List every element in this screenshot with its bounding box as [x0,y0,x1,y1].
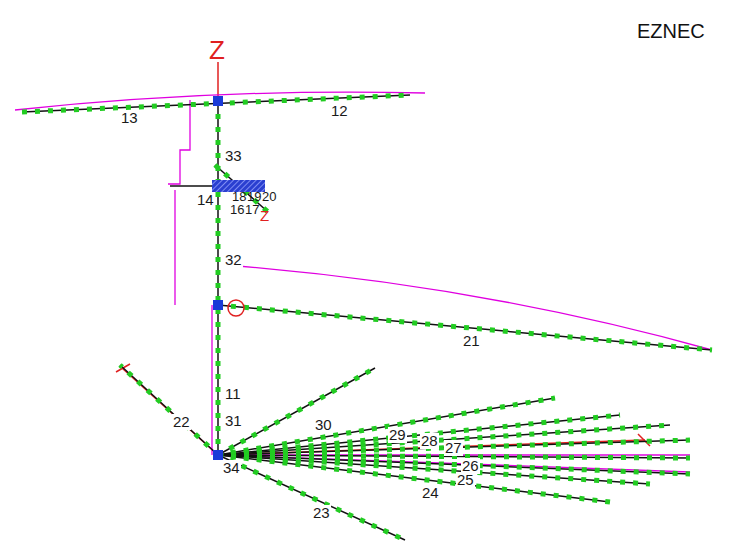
wire-number: 12 [330,103,349,119]
program-name: EZNEC [636,20,706,42]
wire-number: 22 [172,414,191,430]
wire-number: 25 [456,472,475,488]
wire-number: 32 [224,252,243,268]
wire-number: 14 [196,192,215,208]
wire-number: 31 [224,413,243,429]
wire-number: 18 [231,190,247,203]
wire-number: 11 [224,386,242,402]
wire-number: 28 [420,433,439,449]
wire-number: 29 [388,427,407,443]
wire-number: 17 [244,203,260,216]
wire-number: 20 [261,190,277,203]
wire-number: 24 [421,485,440,501]
axis-label: Z [208,36,226,64]
wire-number: 33 [224,148,243,164]
wire-number: 13 [120,110,139,126]
wire-number: 34 [222,460,241,476]
axis-label: Z [259,208,270,224]
wire-number: 19 [246,190,262,203]
wire-number: 16 [229,203,245,216]
wire-number: 27 [444,440,463,456]
wire-number: 21 [462,333,481,349]
wire-number: 23 [312,505,331,521]
wire-number: 30 [314,417,333,433]
